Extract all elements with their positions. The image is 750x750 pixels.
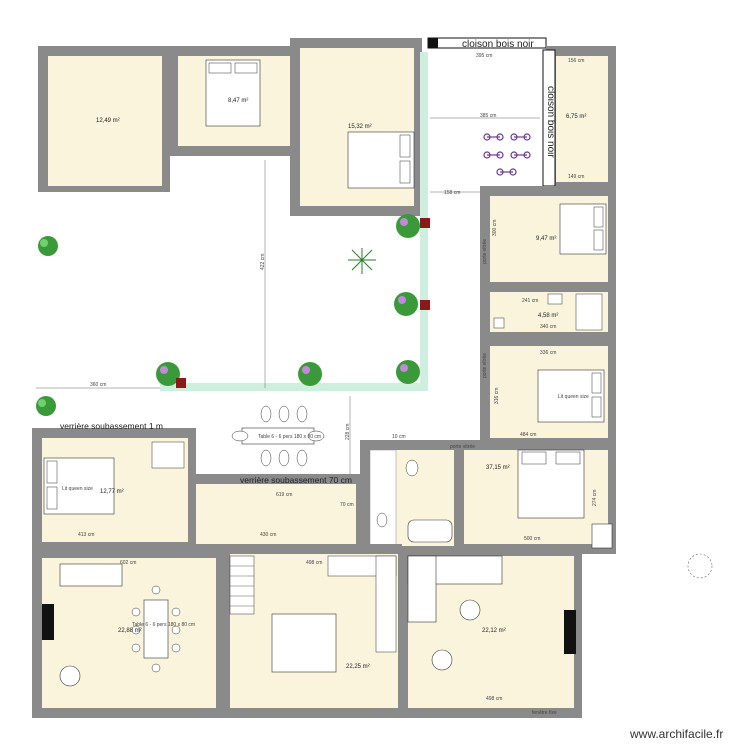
table-label: Table 6 - 6 pers 180 x 80 cm (258, 434, 321, 440)
room-15-32: 15,32 m² (290, 38, 422, 216)
table-label: Table 6 - 6 pers 180 x 80 cm (132, 622, 195, 628)
bed-icon (347, 131, 415, 189)
svg-text:149 cm: 149 cm (568, 174, 584, 180)
dining-table-icon (131, 585, 181, 673)
hallway: verrière soubassement 70 cm (186, 474, 364, 554)
svg-text:336 cm: 336 cm (540, 350, 556, 356)
door-label: porte vitrée (450, 444, 475, 450)
verriere-label: verrière soubassement 70 cm (240, 475, 352, 485)
corner-element (591, 523, 613, 549)
room-9-47: 9,47 m² porte vitrée (480, 186, 616, 290)
tree-icon (298, 362, 322, 386)
cloison-top: cloison bois noir (427, 37, 547, 50)
svg-text:340 cm: 340 cm (540, 324, 556, 330)
dimension-lines (36, 117, 540, 474)
bed-label: Lit queen size (558, 394, 589, 400)
door-label: porte vitrée (482, 353, 488, 378)
tree-icon (38, 236, 58, 256)
svg-text:413 cm: 413 cm (78, 532, 94, 538)
dimension-texts: 395 cm 385 cm 158 cm 422 cm 360 cm 228 c… (78, 53, 598, 702)
area-label: 22,12 m² (482, 628, 506, 634)
room-37-15: 37,15 m² porte vitrée (450, 440, 616, 554)
bathroom-block (360, 440, 460, 554)
svg-text:156 cm: 156 cm (568, 58, 584, 64)
svg-text:10 cm: 10 cm (392, 434, 406, 440)
sofa-icon (59, 563, 123, 587)
bed-icon (517, 449, 585, 519)
svg-text:300 cm: 300 cm (492, 220, 498, 236)
room-queen-right: Lit queen size porte vitrée (480, 338, 616, 446)
room-8-47: 8,47 m² (168, 46, 294, 156)
bed-label: Lit queen size (62, 486, 93, 492)
area-label: 8,47 m² (228, 98, 248, 104)
room-12-49: 12,49 m² (38, 46, 170, 192)
area-label: 22,88 m² (118, 628, 142, 634)
door-label: porte vitrée (482, 239, 488, 264)
tree-icon (36, 396, 56, 416)
bed-icon (559, 203, 607, 255)
svg-text:158 cm: 158 cm (444, 190, 460, 196)
room-6-75: 6,75 m² (546, 46, 616, 190)
svg-text:228 cm: 228 cm (345, 424, 351, 440)
bed-icon (537, 369, 605, 423)
room-12-77: Lit queen size 12,77 m² verrière soubass… (32, 421, 196, 552)
svg-text:498 cm: 498 cm (486, 696, 502, 702)
bed-icon (43, 457, 115, 515)
watermark: www.archifacile.fr (629, 727, 723, 741)
svg-text:498 cm: 498 cm (306, 560, 322, 566)
kitchen-icon (271, 555, 397, 673)
area-label: 4,58 m² (538, 313, 558, 319)
area-label: 12,77 m² (100, 489, 124, 495)
plant-icon (348, 248, 376, 274)
svg-text:316 cm: 316 cm (494, 388, 500, 404)
fireplace-icon (42, 604, 54, 640)
svg-text:385 cm: 385 cm (480, 113, 496, 119)
svg-text:360 cm: 360 cm (90, 382, 106, 388)
garden-element (687, 553, 713, 579)
shower-icon (151, 441, 185, 469)
svg-text:241 cm: 241 cm (522, 298, 538, 304)
svg-text:619 cm: 619 cm (276, 492, 292, 498)
tree-icon (396, 214, 430, 238)
svg-text:430 cm: 430 cm (260, 532, 276, 538)
svg-text:500 cm: 500 cm (524, 536, 540, 542)
area-label: 9,47 m² (536, 236, 556, 242)
staircase-icon (229, 555, 255, 615)
area-label: 12,49 m² (96, 118, 120, 124)
verriere-label: verrière soubassement 1 m (60, 421, 163, 431)
area-label: 22,25 m² (346, 664, 370, 670)
svg-text:395 cm: 395 cm (476, 53, 492, 59)
bathtub-icon (407, 519, 453, 543)
room-22-25: 22,25 m² (220, 544, 402, 718)
tree-icon (396, 360, 420, 384)
bicycle-icon (483, 133, 531, 176)
svg-text:274 cm: 274 cm (592, 490, 598, 506)
dining-table-icon: Table 6 - 6 pers 180 x 80 cm (231, 405, 325, 467)
area-label: 15,32 m² (348, 124, 372, 130)
svg-text:484 cm: 484 cm (520, 432, 536, 438)
room-22-12: 22,12 m² fenêtre fixe (398, 548, 582, 718)
cloison-vertical: cloison bois noir (542, 49, 556, 187)
toilet-icon (493, 293, 563, 329)
window-label: fenêtre fixe (532, 710, 557, 716)
tree-icon (394, 292, 430, 316)
svg-text:422 cm: 422 cm (260, 254, 266, 270)
toilet-icon (376, 459, 419, 528)
area-label: 6,75 m² (566, 114, 586, 120)
fireplace-icon (564, 610, 576, 654)
svg-text:602 cm: 602 cm (120, 560, 136, 566)
sofa-icon (407, 555, 503, 623)
cloison-label: cloison bois noir (462, 39, 534, 50)
area-label: 37,15 m² (486, 465, 510, 471)
cloison-label: cloison bois noir (545, 86, 556, 158)
svg-text:70 cm: 70 cm (340, 502, 354, 508)
bathtub-icon (575, 293, 603, 331)
room-4-58: 4,58 m² (480, 284, 616, 342)
tree-icon (156, 362, 186, 388)
room-22-88: Table 6 - 6 pers 180 x 80 cm 22,88 m² (32, 548, 224, 718)
bed-icon (205, 59, 261, 127)
